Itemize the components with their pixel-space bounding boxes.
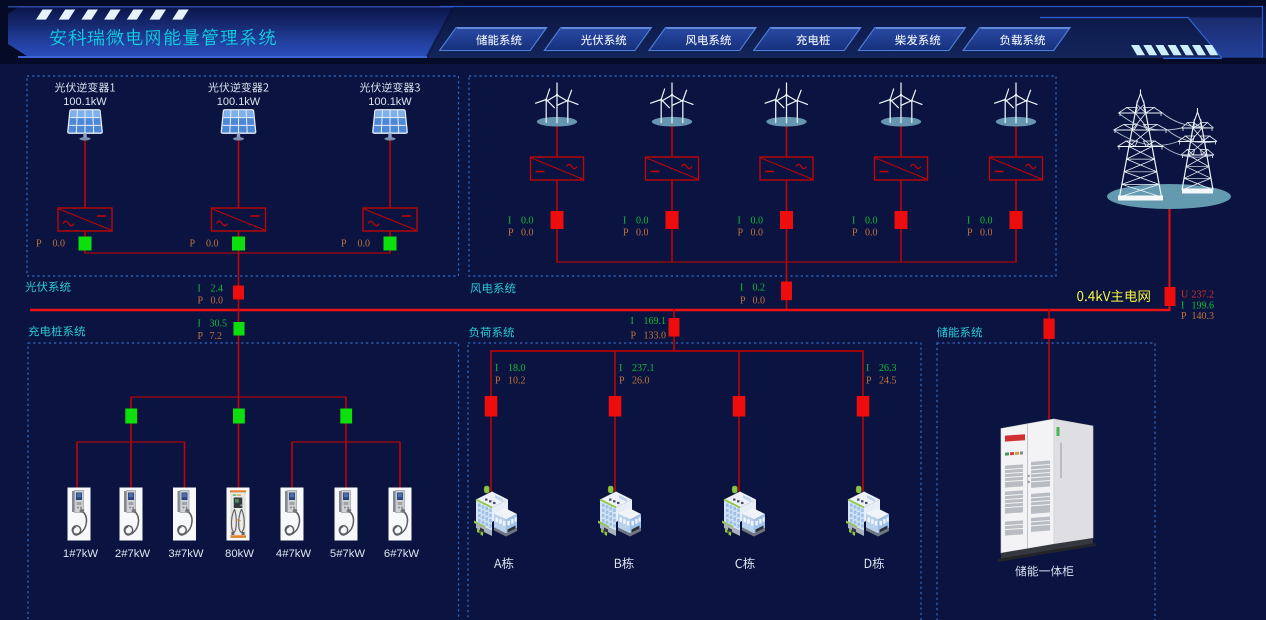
svg-text:U: U (1181, 289, 1189, 300)
svg-text:P: P (631, 330, 637, 341)
svg-text:0.0: 0.0 (358, 238, 371, 249)
svg-text:0.0: 0.0 (636, 227, 649, 238)
svg-text:80kW: 80kW (225, 548, 254, 560)
svg-text:I: I (495, 363, 498, 374)
svg-text:10.2: 10.2 (508, 376, 526, 387)
svg-text:P: P (967, 227, 973, 238)
svg-text:0.0: 0.0 (751, 215, 764, 226)
svg-text:0.0: 0.0 (865, 227, 878, 238)
svg-text:P: P (623, 227, 629, 238)
svg-text:P: P (619, 376, 625, 387)
svg-text:237.2: 237.2 (1192, 289, 1215, 300)
svg-text:P: P (866, 376, 872, 387)
svg-text:P: P (495, 376, 501, 387)
svg-text:0.0: 0.0 (211, 295, 224, 306)
svg-text:4#7kW: 4#7kW (276, 548, 311, 560)
svg-text:100.1kW: 100.1kW (217, 96, 261, 108)
svg-text:I: I (1181, 300, 1184, 311)
svg-text:P: P (852, 227, 858, 238)
svg-text:P: P (198, 331, 204, 342)
svg-text:2.4: 2.4 (211, 283, 224, 294)
svg-text:100.1kW: 100.1kW (368, 96, 412, 108)
svg-text:P: P (190, 238, 196, 249)
svg-text:I: I (740, 283, 743, 294)
svg-text:133.0: 133.0 (644, 330, 667, 341)
svg-text:0.0: 0.0 (206, 238, 219, 249)
svg-text:18.0: 18.0 (508, 363, 526, 374)
svg-text:P: P (508, 227, 514, 238)
svg-text:I: I (508, 215, 511, 226)
svg-text:5#7kW: 5#7kW (330, 548, 365, 560)
svg-text:P: P (198, 295, 204, 306)
svg-text:0.0: 0.0 (521, 215, 534, 226)
svg-text:I: I (623, 215, 626, 226)
svg-text:100.1kW: 100.1kW (63, 96, 107, 108)
svg-text:2#7kW: 2#7kW (115, 548, 150, 560)
svg-text:6#7kW: 6#7kW (384, 548, 419, 560)
svg-text:237.1: 237.1 (632, 363, 655, 374)
svg-text:1#7kW: 1#7kW (63, 548, 98, 560)
svg-text:0.2: 0.2 (753, 283, 766, 294)
svg-text:P: P (740, 296, 746, 307)
svg-text:I: I (619, 363, 622, 374)
svg-text:P: P (341, 238, 347, 249)
svg-text:3#7kW: 3#7kW (168, 548, 203, 560)
svg-text:0.0: 0.0 (53, 238, 66, 249)
svg-text:0.0: 0.0 (980, 215, 993, 226)
svg-text:I: I (198, 283, 201, 294)
svg-text:0.0: 0.0 (865, 215, 878, 226)
svg-text:0.0: 0.0 (521, 227, 534, 238)
svg-text:I: I (852, 215, 855, 226)
svg-text:I: I (198, 318, 201, 329)
svg-text:30.5: 30.5 (210, 318, 228, 329)
svg-text:P: P (36, 238, 42, 249)
svg-text:26.3: 26.3 (879, 363, 897, 374)
svg-text:0.0: 0.0 (636, 215, 649, 226)
svg-text:169.1: 169.1 (644, 316, 667, 327)
svg-text:I: I (967, 215, 970, 226)
svg-text:0.0: 0.0 (753, 296, 766, 307)
svg-text:P: P (1181, 311, 1187, 322)
svg-text:140.3: 140.3 (1192, 311, 1215, 322)
svg-text:199.6: 199.6 (1192, 300, 1215, 311)
svg-text:0.0: 0.0 (980, 227, 993, 238)
svg-text:26.0: 26.0 (632, 376, 650, 387)
svg-text:7.2: 7.2 (210, 331, 223, 342)
svg-text:24.5: 24.5 (879, 376, 897, 387)
svg-text:0.0: 0.0 (751, 227, 764, 238)
svg-text:P: P (738, 227, 744, 238)
svg-text:I: I (866, 363, 869, 374)
svg-text:I: I (738, 215, 741, 226)
svg-text:I: I (631, 316, 634, 327)
